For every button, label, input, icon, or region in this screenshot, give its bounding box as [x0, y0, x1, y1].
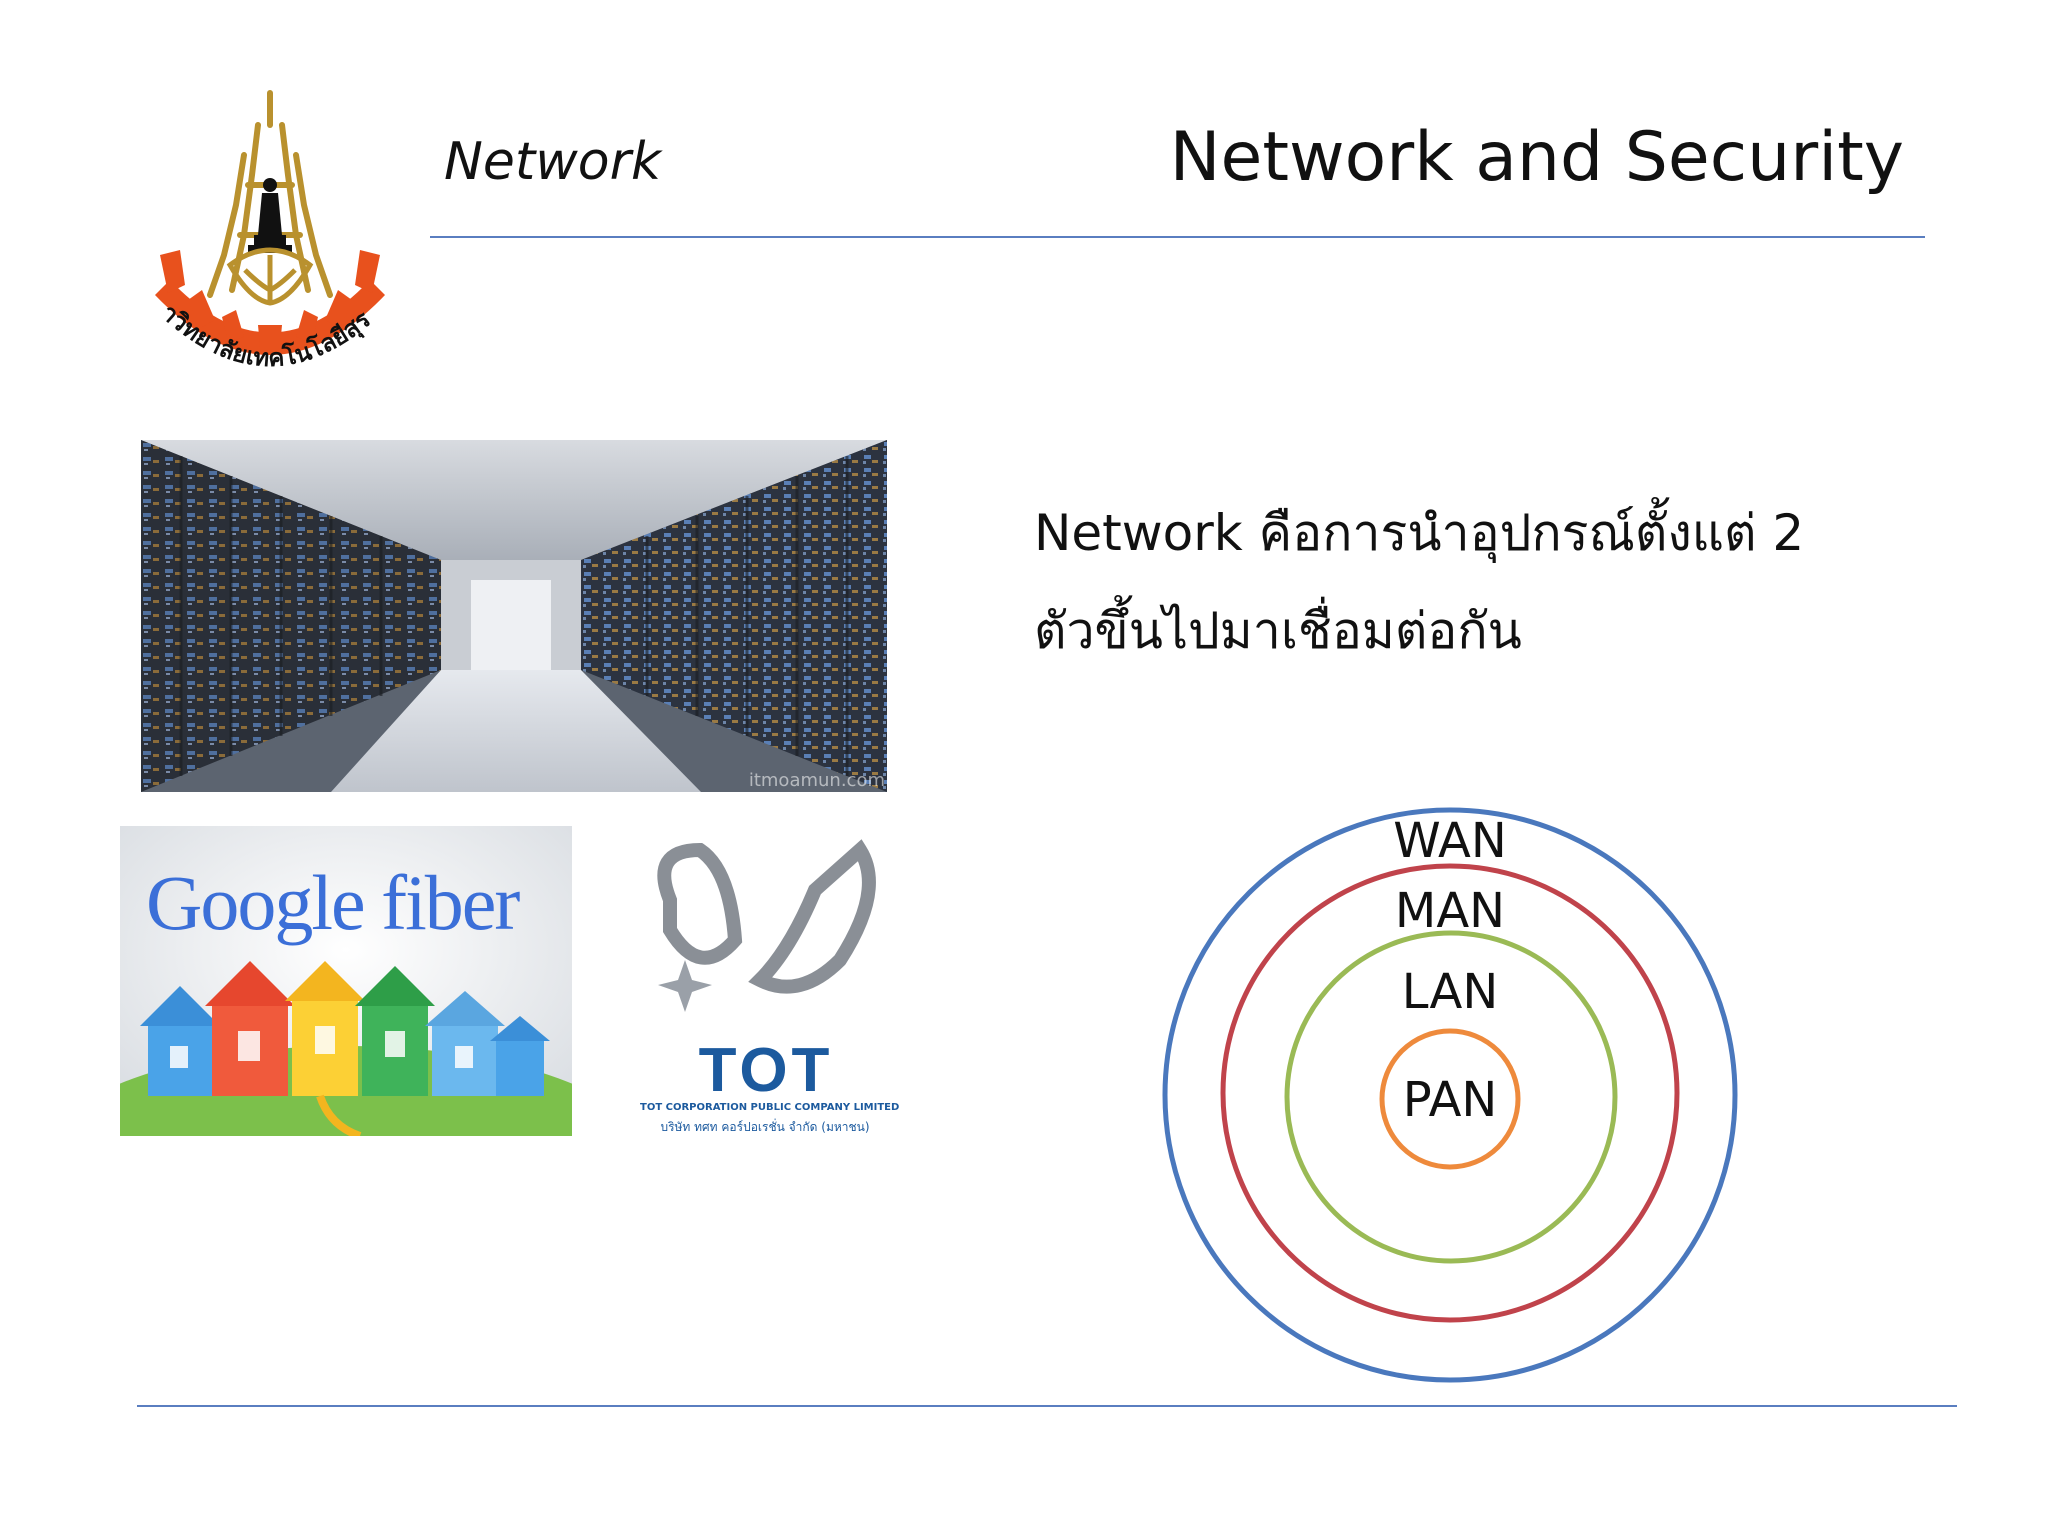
network-definition: Network คือการนำอุปกรณ์ตั้งแต่ 2 ตัวขึ้น…	[1034, 484, 1934, 680]
header-divider	[430, 236, 1925, 238]
slide-title: Network and Security	[1169, 118, 1904, 197]
wan-ring	[1162, 807, 1738, 1383]
footer-divider	[137, 1405, 1957, 1407]
google-fiber-logo: Google fiber	[146, 858, 520, 948]
photo-credit: itmoamun.com	[748, 770, 885, 791]
tot-wordmark: TOT	[698, 1036, 834, 1105]
lan-label: LAN	[1402, 964, 1499, 1020]
definition-line-2: ตัวขึ้นไปมาเชื่อมต่อกัน	[1034, 602, 1522, 660]
pan-label: PAN	[1403, 1072, 1498, 1128]
man-label: MAN	[1395, 883, 1505, 939]
definition-line-1: Network คือการนำอุปกรณ์ตั้งแต่ 2	[1034, 504, 1805, 562]
house-icon	[140, 961, 550, 1096]
google-fiber-text: Google fiber	[146, 859, 520, 946]
google-fiber-image: Google fiber	[120, 826, 572, 1136]
network-scope-diagram: WAN MAN LAN PAN	[1150, 795, 1750, 1395]
university-logo: มหาวิทยาลัยเทคโนโลยีสุรนารี	[132, 63, 400, 405]
pan-ring	[1379, 1028, 1521, 1170]
tot-company-name-th: บริษัท ทศท คอร์ปอเรชั่น จำกัด (มหาชน)	[660, 1120, 870, 1134]
tot-company-name-en: TOT CORPORATION PUBLIC COMPANY LIMITED	[640, 1102, 900, 1113]
lan-ring	[1284, 930, 1618, 1264]
man-ring	[1220, 863, 1680, 1323]
tot-logo: TOT TOT CORPORATION PUBLIC COMPANY LIMIT…	[640, 830, 900, 1140]
datacenter-photo: itmoamun.com	[141, 440, 887, 792]
slide-subtitle: Network	[444, 132, 662, 192]
tot-emblem-icon	[657, 839, 876, 1012]
wan-label: WAN	[1393, 813, 1507, 869]
university-emblem-icon: มหาวิทยาลัยเทคโนโลยีสุรนารี	[132, 63, 385, 372]
